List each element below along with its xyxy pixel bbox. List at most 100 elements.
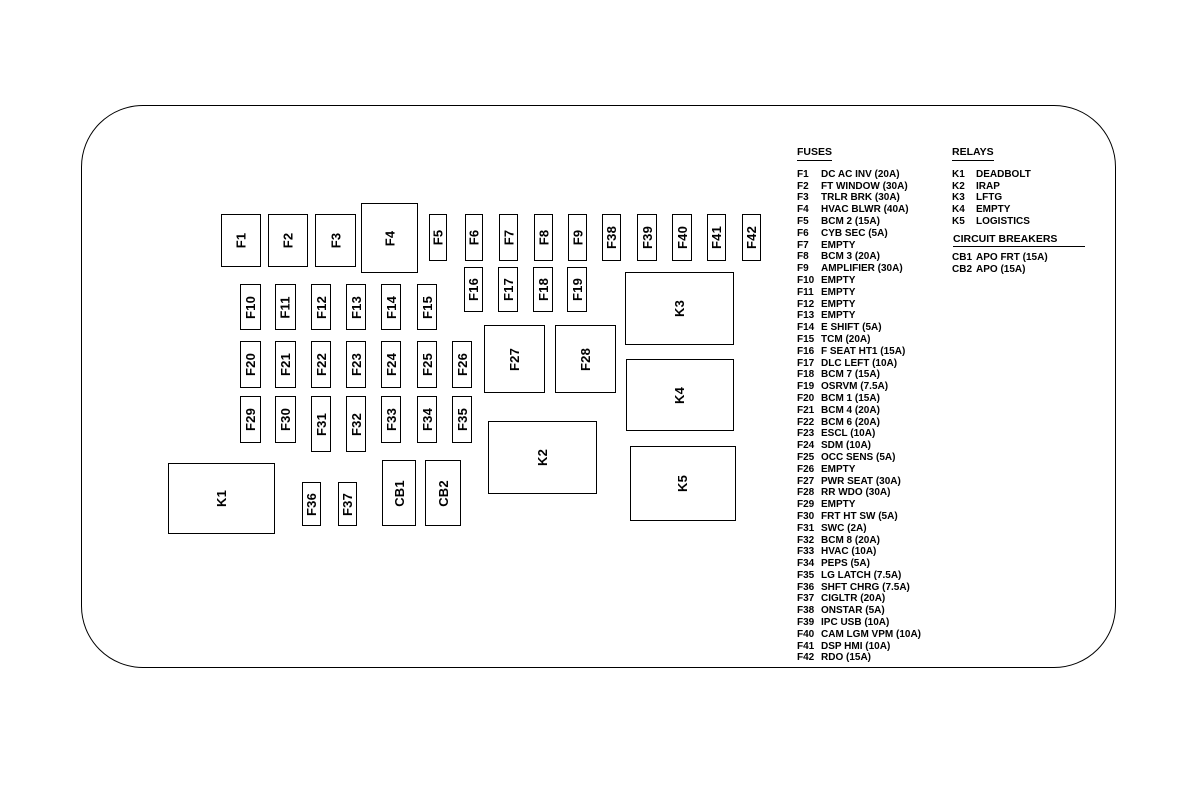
component-f26: F26 — [452, 341, 472, 388]
legend-row: F25 OCC SENS (5A) — [797, 452, 921, 464]
legend-description: EMPTY — [821, 499, 856, 511]
legend-code: F2 — [797, 180, 809, 192]
legend-code: F5 — [797, 215, 809, 227]
component-label: K1 — [214, 489, 229, 508]
legend-code: F14 — [797, 322, 815, 334]
component-cb1: CB1 — [382, 460, 416, 526]
legend-description: APO (15A) — [976, 263, 1026, 275]
legend-code: F31 — [797, 522, 815, 534]
component-f7: F7 — [499, 214, 518, 261]
legend-code: F4 — [797, 204, 809, 216]
component-f39: F39 — [637, 214, 657, 261]
component-f21: F21 — [275, 341, 296, 388]
legend-code: F9 — [797, 263, 809, 275]
legend-code: F40 — [797, 628, 815, 640]
legend-code: K5 — [952, 215, 965, 227]
component-label: F41 — [709, 225, 725, 250]
component-label: CB2 — [435, 479, 451, 507]
component-label: F19 — [569, 277, 585, 302]
legend-code: F35 — [797, 569, 815, 581]
component-label: F7 — [500, 229, 516, 246]
component-label: F17 — [500, 277, 516, 302]
legend-code: F10 — [797, 274, 815, 286]
component-f3: F3 — [315, 214, 356, 267]
legend-description: EMPTY — [821, 239, 856, 251]
legend-row: F24 SDM (10A) — [797, 440, 921, 452]
legend-description: OCC SENS (5A) — [821, 451, 896, 463]
legend-description: CIGLTR (20A) — [821, 593, 886, 605]
legend-code: K1 — [952, 168, 965, 180]
component-f8: F8 — [534, 214, 553, 261]
legend-description: BCM 3 (20A) — [821, 251, 880, 263]
component-label: F34 — [419, 407, 435, 432]
legend-description: EMPTY — [821, 274, 856, 286]
component-label: F29 — [243, 407, 259, 432]
legend-description: OSRVM (7.5A) — [821, 381, 889, 393]
legend-code: F23 — [797, 428, 815, 440]
legend-code: CB2 — [952, 263, 973, 275]
legend-description: BCM 1 (15A) — [821, 392, 880, 404]
legend-description: DSP HMI (10A) — [821, 640, 891, 652]
component-f41: F41 — [707, 214, 726, 261]
component-f40: F40 — [672, 214, 692, 261]
legend-description: IRAP — [976, 180, 1000, 192]
legend-description: E SHIFT (5A) — [821, 322, 882, 334]
legend-description: FRT HT SW (5A) — [821, 510, 898, 522]
legend-description: HVAC (10A) — [821, 546, 877, 558]
component-f28: F28 — [555, 325, 616, 393]
legend-code: F24 — [797, 440, 815, 452]
legend-code: F12 — [797, 298, 815, 310]
component-label: F21 — [278, 352, 294, 377]
legend-code: F39 — [797, 617, 815, 629]
component-label: F30 — [278, 407, 294, 432]
component-f13: F13 — [346, 284, 366, 330]
component-cb2: CB2 — [425, 460, 461, 526]
legend-description: PEPS (5A) — [821, 558, 870, 570]
component-f6: F6 — [465, 214, 483, 261]
component-label: F27 — [506, 347, 522, 371]
legend-code: F38 — [797, 605, 815, 617]
legend-description: SWC (2A) — [821, 522, 867, 534]
component-label: F5 — [430, 229, 446, 246]
component-label: F2 — [280, 232, 296, 249]
legend-code: F25 — [797, 451, 815, 463]
legend-description: DLC LEFT (10A) — [821, 357, 898, 369]
fuse-box-outline — [81, 105, 1116, 668]
legend-description: BCM 7 (15A) — [821, 369, 880, 381]
component-f15: F15 — [417, 284, 437, 330]
legend-code: F29 — [797, 499, 815, 511]
legend-description: RDO (15A) — [821, 652, 872, 664]
component-f33: F33 — [381, 396, 401, 443]
legend-description: BCM 6 (20A) — [821, 416, 880, 428]
legend-description: SDM (10A) — [821, 440, 872, 452]
component-f11: F11 — [275, 284, 296, 330]
legend-description: BCM 8 (20A) — [821, 534, 880, 546]
legend-row: F29 EMPTY — [797, 499, 921, 511]
component-label: F12 — [313, 295, 329, 319]
legend-description: TRLR BRK (30A) — [821, 192, 900, 204]
component-label: F25 — [419, 352, 435, 377]
component-label: F9 — [569, 229, 585, 246]
legend-description: EMPTY — [821, 286, 856, 298]
component-k3: K3 — [625, 272, 734, 345]
component-f36: F36 — [302, 482, 321, 526]
legend-description: TCM (20A) — [821, 333, 871, 345]
component-f14: F14 — [381, 284, 401, 330]
component-f16: F16 — [464, 267, 483, 312]
